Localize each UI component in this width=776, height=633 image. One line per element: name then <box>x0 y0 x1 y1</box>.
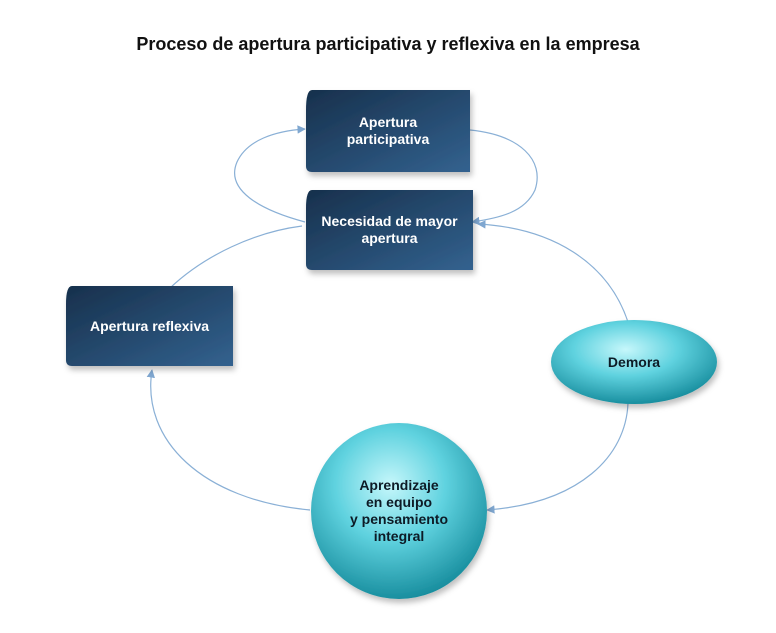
box-apertura-participativa <box>306 90 470 172</box>
box-necesidad-apertura <box>306 190 473 270</box>
label-necesidad-apertura: Necesidad de mayor apertura <box>321 213 458 246</box>
circle-aprendizaje <box>311 423 487 599</box>
ellipse-demora <box>551 320 717 404</box>
connector-reflexiva-to-necesidad <box>169 225 303 289</box>
label-apertura-reflexiva: Apertura reflexiva <box>89 317 210 334</box>
label-aprendizaje: Aprendizaje en equipo y pensamiento inte… <box>349 477 449 544</box>
connector-participativa-to-necesidad <box>469 129 538 226</box>
connector-demora-to-aprendizaje <box>486 402 629 514</box>
label-demora: Demora <box>607 353 661 370</box>
diagram-title: Proceso de apertura participativa y refl… <box>136 34 640 54</box>
label-apertura-participativa: Apertura participativa <box>346 114 430 147</box>
connector-aprendizaje-to-reflexiva <box>146 369 311 511</box>
connector-necesidad-to-participativa <box>234 125 306 223</box>
connector-demora-to-necesidad <box>477 220 629 323</box>
box-apertura-reflexiva <box>66 286 233 366</box>
